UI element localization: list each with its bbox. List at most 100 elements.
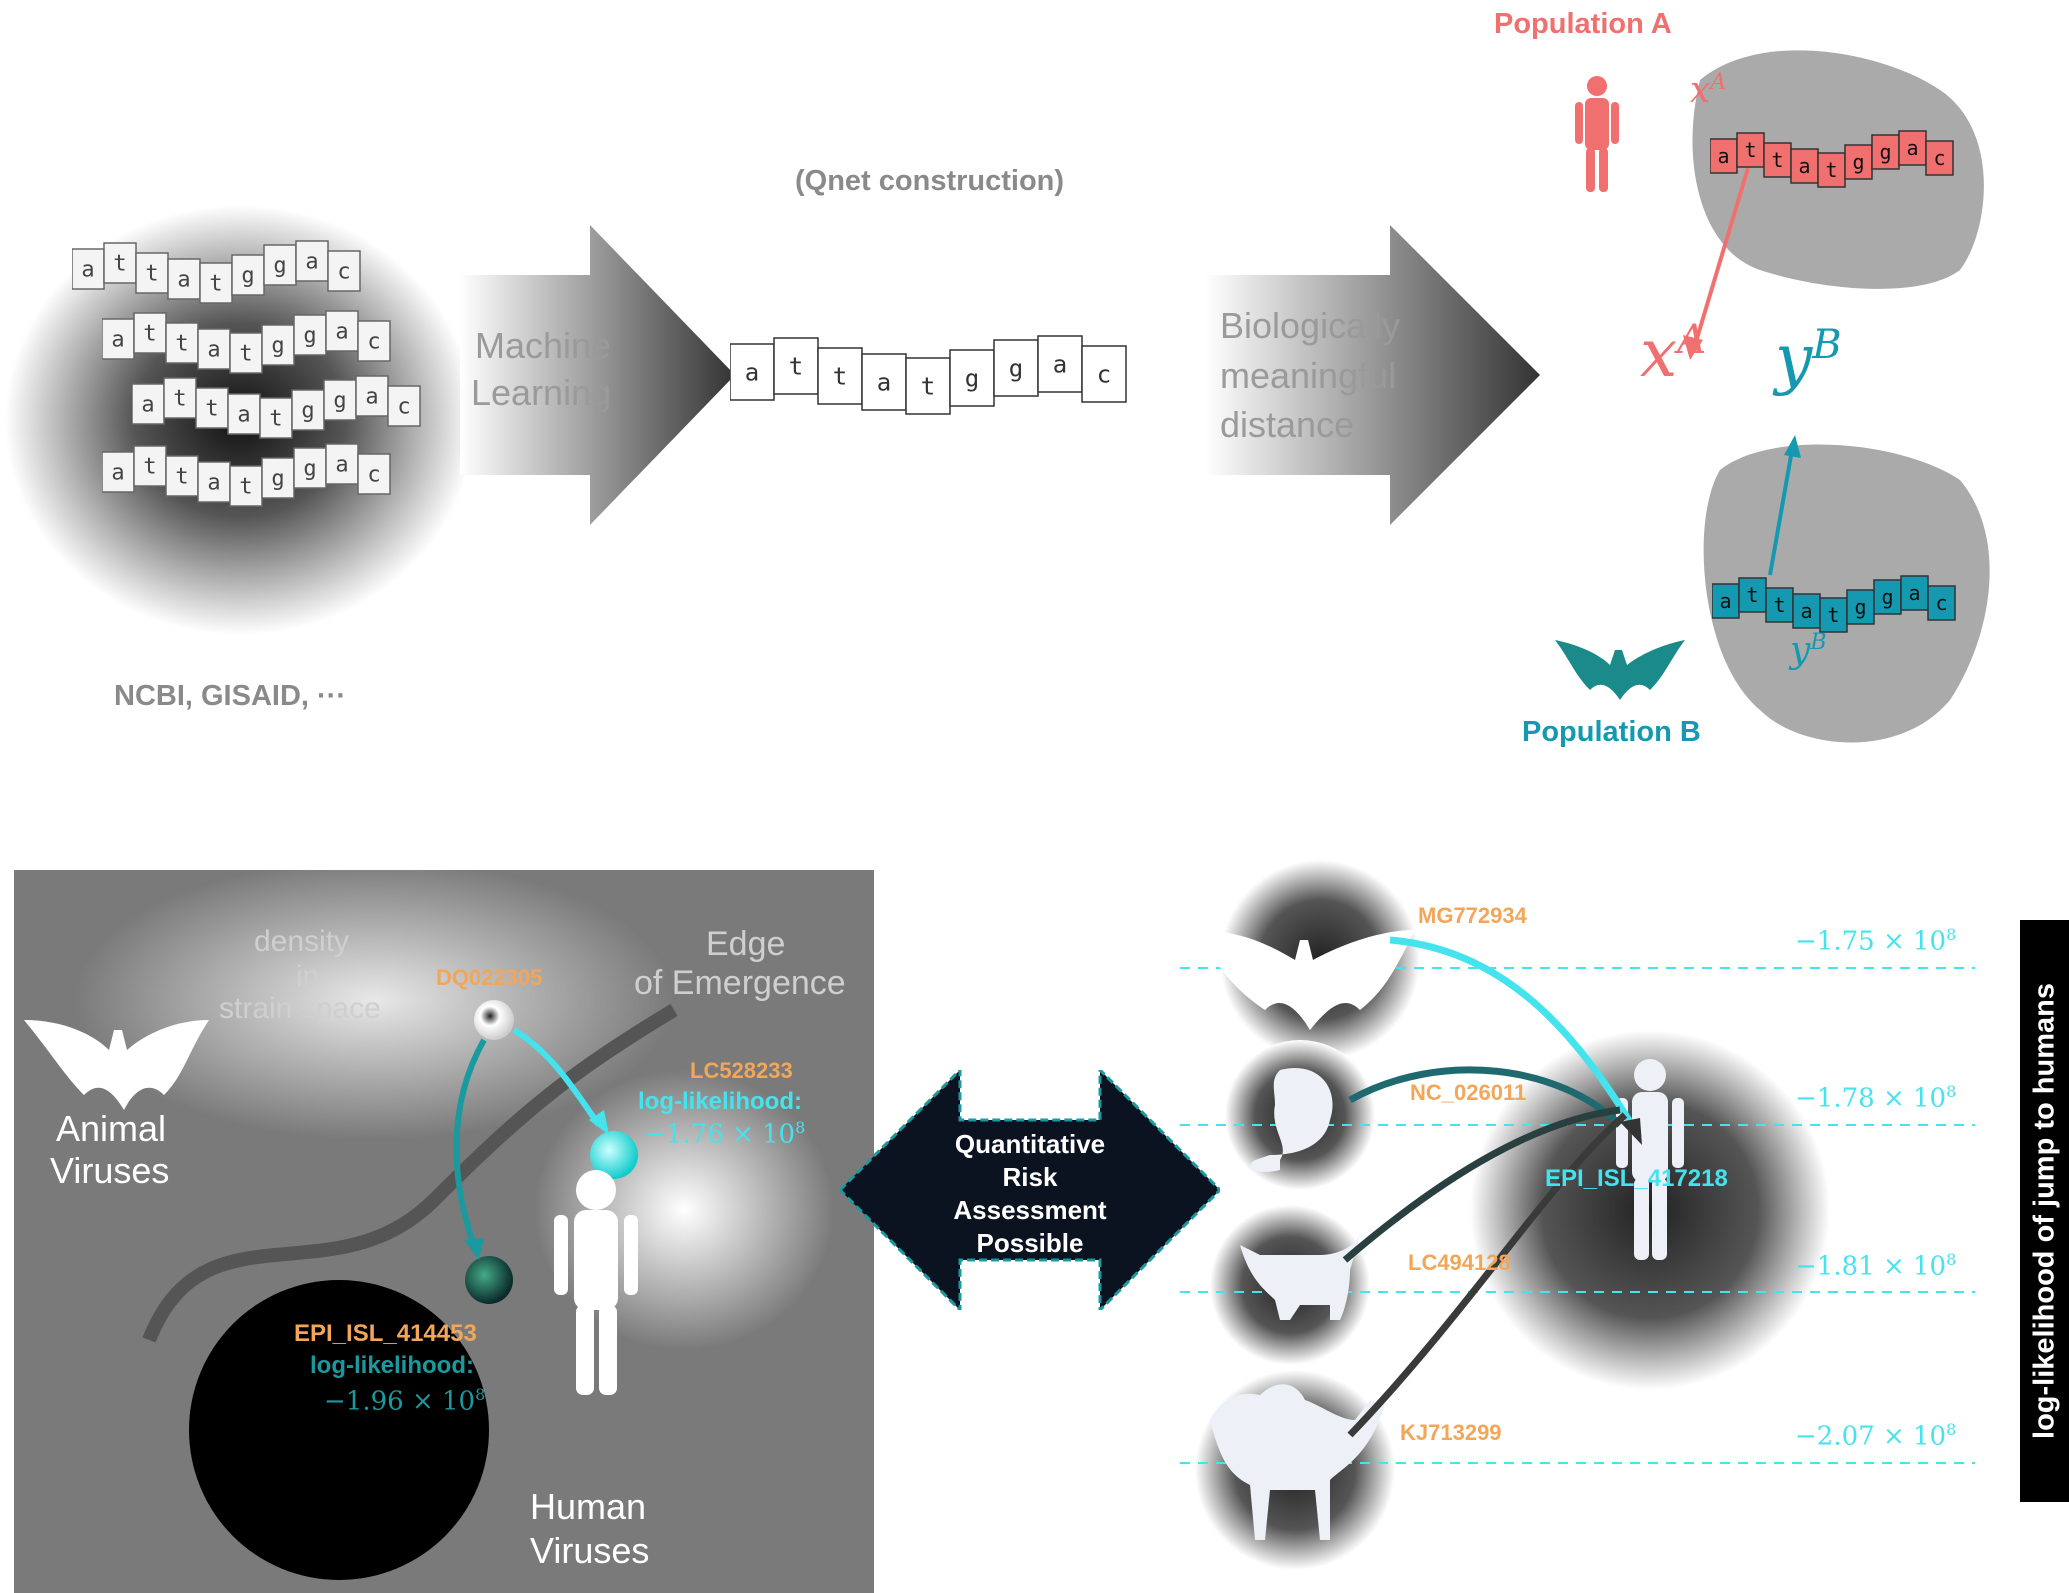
y-b-arrow (1768, 449, 1794, 576)
sequence-letter: g (261, 457, 295, 499)
side-axis-label: log-likelihood of jump to humans (2020, 920, 2069, 1502)
svg-text:t: t (209, 272, 222, 297)
svg-text:t: t (239, 342, 252, 367)
svg-text:a: a (177, 268, 190, 293)
svg-text:t: t (1827, 603, 1839, 627)
svg-text:a: a (81, 258, 94, 283)
sequence-letter: t (229, 465, 263, 507)
svg-text:g: g (1852, 150, 1864, 174)
svg-text:g: g (1854, 595, 1866, 619)
sequence-letter: t (163, 377, 197, 419)
host-loglikelihood-value: −2.07 × 108 (1795, 1420, 1957, 1452)
x-a-inset: xA (1690, 70, 1727, 111)
ll-cyan-label: log-likelihood: (638, 1088, 802, 1115)
svg-text:a: a (1798, 154, 1810, 178)
svg-text:t: t (1825, 158, 1837, 182)
sequence-letter: t (165, 455, 199, 497)
population-a-label: Population A (1494, 8, 1672, 40)
svg-text:a: a (335, 320, 348, 345)
sequence-letter: t (135, 252, 169, 294)
svg-text:g: g (241, 264, 254, 289)
sequence-letter: c (357, 320, 391, 362)
x-a-symbol: xA (1640, 315, 1707, 392)
host-loglikelihood-value: −1.81 × 108 (1795, 1250, 1957, 1282)
svg-text:t: t (113, 252, 126, 277)
svg-text:t: t (143, 455, 156, 480)
strain-dq-ball (474, 1000, 514, 1040)
risk-arrow (840, 1070, 1220, 1310)
svg-text:c: c (1935, 591, 1947, 615)
population-b-label: Population B (1522, 716, 1701, 748)
qnet-label: (Qnet construction) (795, 165, 1065, 197)
svg-text:a: a (1717, 144, 1729, 168)
density-label-2: in (296, 960, 320, 993)
sequence-letter: t (817, 347, 863, 405)
host-loglikelihood-value: −1.78 × 108 (1795, 1082, 1957, 1114)
svg-text:g: g (271, 334, 284, 359)
svg-text:g: g (303, 457, 316, 482)
svg-text:a: a (141, 393, 154, 418)
host-strain-label: NC_026011 (1410, 1080, 1527, 1105)
sequence-letter: t (773, 337, 819, 395)
edge-label-1: Edge (706, 925, 786, 963)
svg-text:t: t (269, 407, 282, 432)
human-label-2: Viruses (530, 1530, 650, 1571)
sequence-letter: g (261, 324, 295, 366)
strain-dq-label: DQ022305 (436, 965, 543, 990)
bio-label-3: distance (1220, 404, 1355, 445)
density-label-1: density (254, 925, 350, 958)
animal-label-2: Viruses (50, 1150, 170, 1191)
svg-text:t: t (175, 465, 188, 490)
sequence-letter: g (293, 447, 327, 489)
cow-icon-host (1240, 1235, 1360, 1320)
y-b-inset: yB (1790, 630, 1827, 671)
ll-teal-label: log-likelihood: (310, 1352, 474, 1379)
svg-text:g: g (271, 467, 284, 492)
sequence-letter: a (227, 393, 261, 435)
sequence-letter: a (167, 258, 201, 300)
ll-teal-value: −1.96 × 108 (324, 1385, 486, 1417)
sequence-letter: t (1765, 587, 1794, 623)
host-strain-label: KJ713299 (1400, 1420, 1502, 1445)
sequence-letter: g (293, 314, 327, 356)
svg-text:a: a (1906, 136, 1918, 160)
svg-text:t: t (145, 262, 158, 287)
svg-text:t: t (1746, 583, 1758, 607)
sequence-letter: c (1081, 345, 1127, 403)
edge-label-2: of Emergence (634, 964, 846, 1002)
svg-text:g: g (1009, 354, 1023, 382)
sequence-letter: t (199, 262, 233, 304)
bat-icon (24, 1020, 209, 1110)
svg-text:t: t (175, 332, 188, 357)
risk-label: Quantitative Risk Assessment Possible (953, 1129, 1107, 1258)
ml-label-2: Learning (471, 372, 612, 413)
sequence-letter: t (103, 242, 137, 284)
sequence-letter: a (730, 343, 775, 401)
svg-text:c: c (337, 260, 350, 285)
sequence-letter: a (1037, 335, 1083, 393)
camel-icon-host (1210, 1384, 1385, 1540)
svg-text:t: t (239, 475, 252, 500)
sequence-letter: t (1817, 152, 1846, 188)
ml-arrow (460, 225, 735, 525)
sequence-letter: a (197, 461, 231, 503)
bat-icon-host (1195, 930, 1415, 1030)
rat-icon-host (1249, 1068, 1333, 1172)
sequence-letter: c (357, 453, 391, 495)
svg-text:t: t (205, 397, 218, 422)
sequence-letter: a (1900, 575, 1929, 611)
sequence-letter: g (263, 244, 297, 286)
sequence-letter: a (102, 451, 135, 493)
sequence-letter: a (325, 443, 359, 485)
ml-label-1: Machine (475, 325, 612, 366)
svg-text:c: c (397, 395, 410, 420)
svg-text:c: c (367, 330, 380, 355)
strain-lc5-label: LC528233 (690, 1058, 793, 1083)
ll-cyan-value: −1.76 × 108 (644, 1118, 806, 1150)
strain-epi-label: EPI_ISL_414453 (294, 1320, 477, 1347)
